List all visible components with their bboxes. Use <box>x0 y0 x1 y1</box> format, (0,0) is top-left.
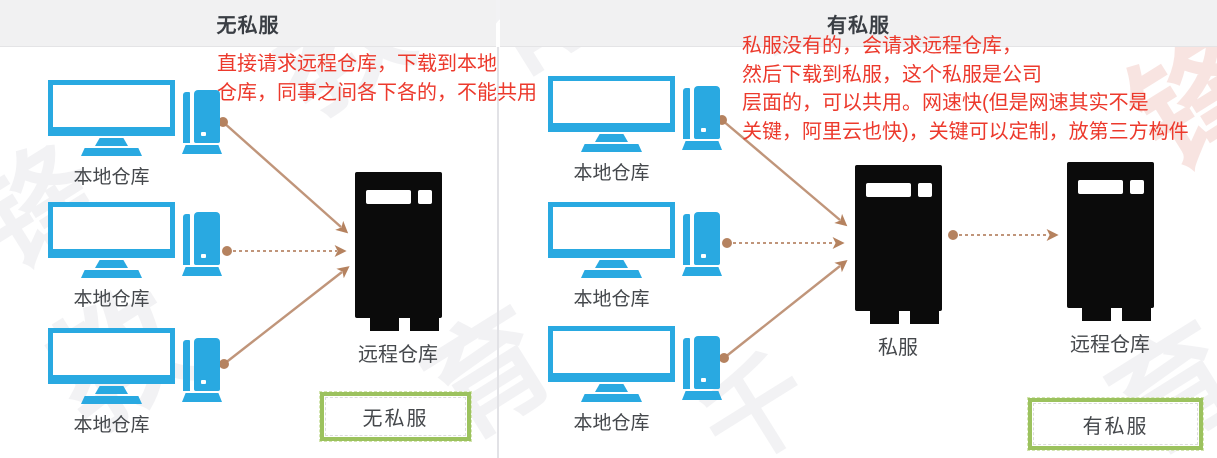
monitor-stand-base <box>81 396 142 404</box>
monitor-stand-base <box>581 270 642 278</box>
server-led <box>418 190 432 204</box>
server-icon: 远程仓库 <box>355 172 442 366</box>
desktop-computer-icon: 本地仓库 <box>48 80 224 188</box>
arrow-origin-dot <box>719 353 729 363</box>
monitor-stand <box>95 260 128 268</box>
local-repo-label: 本地仓库 <box>573 413 650 434</box>
right-panel-header: 有私服 <box>500 0 1217 47</box>
arrow-origin-dot <box>222 246 232 256</box>
monitor-stand-base <box>581 394 642 402</box>
remote-repo-label: 远程仓库 <box>358 344 438 366</box>
server-slot <box>866 183 911 197</box>
server-body <box>1067 162 1154 308</box>
annotation-line: 层面的，可以共用。网速快(但是网速其实不是 <box>742 92 1149 115</box>
local-repo-label: 本地仓库 <box>73 415 150 436</box>
private-server-icon: 私服 <box>855 165 942 359</box>
arrow-client1-to-remote <box>222 121 349 234</box>
pc-tower-icon <box>182 90 222 156</box>
monitor-stand <box>595 260 628 268</box>
arrow-client1-to-private <box>721 119 848 227</box>
server-slot <box>1078 180 1123 194</box>
left-annotation: 直接请求远程仓库，下载到本地 仓库，同事之间各下各的，不能共用 <box>217 50 537 108</box>
annotation-line: 直接请求远程仓库，下载到本地 <box>217 53 497 75</box>
annotation-line: 仓库，同事之间各下各的，不能共用 <box>217 82 537 104</box>
no-private-server-tag: 无私服 <box>319 391 472 442</box>
annotation-line: 私服没有的，会请求远程仓库， <box>742 35 1022 57</box>
right-annotation: 私服没有的，会请求远程仓库， 然后下载到私服，这个私服是公司 层面的，可以共用。… <box>742 32 1189 146</box>
monitor-icon <box>48 80 175 136</box>
arrow-origin-dot <box>219 359 229 369</box>
arrow-origin-dot <box>722 238 732 248</box>
left-panel-header: 无私服 <box>0 0 496 47</box>
desktop-computer-icon: 本地仓库 <box>548 76 724 184</box>
right-panel-title: 有私服 <box>827 14 890 37</box>
left-panel-title: 无私服 <box>216 14 280 37</box>
pc-tower-icon <box>182 338 222 404</box>
server-slot <box>366 190 411 204</box>
arrow-client3-to-private <box>723 260 848 359</box>
monitor-icon <box>548 202 675 258</box>
server-icon: 远程仓库 <box>1067 162 1154 356</box>
pc-tower-icon <box>182 212 222 278</box>
local-repo-label: 本地仓库 <box>73 289 150 310</box>
arrow-client3-to-remote <box>223 266 350 365</box>
monitor-icon <box>548 76 675 132</box>
panel-divider <box>497 47 499 458</box>
tag-label: 无私服 <box>362 408 429 430</box>
monitor-stand-base <box>81 148 142 156</box>
has-private-server-tag: 有私服 <box>1027 397 1204 451</box>
monitor-stand <box>595 384 628 392</box>
local-repo-label: 本地仓库 <box>573 289 650 310</box>
monitor-icon <box>48 328 175 384</box>
desktop-computer-icon: 本地仓库 <box>48 202 224 310</box>
server-body <box>855 165 942 311</box>
pc-tower-icon <box>682 212 722 278</box>
desktop-computer-icon: 本地仓库 <box>548 326 724 434</box>
pc-tower-icon <box>682 336 722 402</box>
monitor-icon <box>48 202 175 258</box>
annotation-line: 然后下载到私服，这个私服是公司 <box>742 63 1042 86</box>
arrow-origin-dot <box>948 230 958 240</box>
local-repo-label: 本地仓库 <box>573 163 650 184</box>
remote-repo-label: 远程仓库 <box>1070 334 1150 356</box>
tag-label: 有私服 <box>1082 415 1149 438</box>
desktop-computer-icon: 本地仓库 <box>48 328 224 436</box>
desktop-computer-icon: 本地仓库 <box>548 202 724 310</box>
monitor-stand <box>595 134 628 142</box>
annotation-line: 关键，阿里云也快)，关键可以定制，放第三方构件 <box>742 120 1189 143</box>
private-server-label: 私服 <box>878 337 918 359</box>
monitor-icon <box>548 326 675 382</box>
monitor-stand-base <box>581 144 642 152</box>
server-led <box>1130 180 1144 194</box>
arrow-origin-dot <box>218 117 228 127</box>
server-body <box>355 172 442 318</box>
pc-tower-icon <box>682 86 722 152</box>
local-repo-label: 本地仓库 <box>73 167 150 188</box>
monitor-stand <box>95 138 128 146</box>
server-led <box>918 183 932 197</box>
monitor-stand-base <box>81 270 142 278</box>
monitor-stand <box>95 386 128 394</box>
